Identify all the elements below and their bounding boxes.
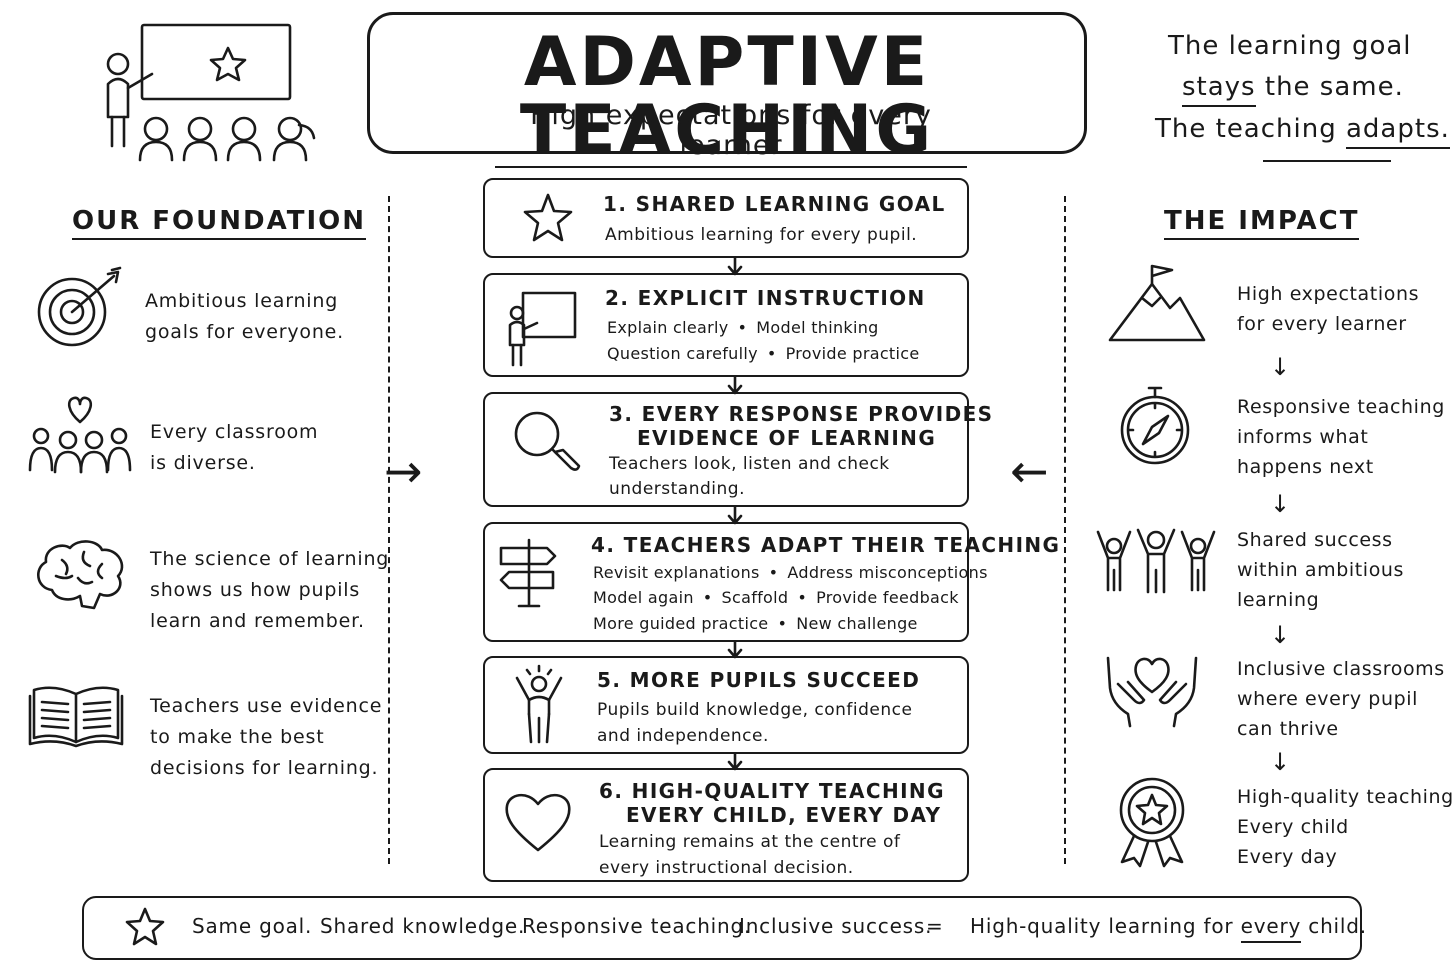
footer-star-icon — [125, 907, 165, 946]
step-3-desc-1: Teachers look, listen and check — [609, 454, 890, 474]
brain-icon — [37, 540, 124, 610]
impact-text-3: Shared success within ambitious learning — [1237, 529, 1405, 611]
step-5-desc-1: Pupils build knowledge, confidence — [597, 700, 913, 720]
step-2-box: 2. EXPLICIT INSTRUCTION Explain clearly•… — [483, 273, 969, 377]
heart-icon — [505, 793, 571, 852]
footer-equals: = — [926, 914, 944, 938]
step-3-box: 3. EVERY RESPONSE PROVIDES EVIDENCE OF L… — [483, 392, 992, 507]
impact-text-1: High expectations for every learner — [1237, 283, 1420, 335]
note-word-adapts: adapts. — [1346, 114, 1450, 149]
footer-result: High-quality learning for every child. — [970, 914, 1367, 943]
step-2-title: 2. EXPLICIT INSTRUCTION — [605, 286, 926, 310]
step-3-desc-2: understanding. — [609, 479, 745, 499]
left-divider — [388, 196, 390, 864]
step-4-row-3: More guided practice•New challenge — [593, 614, 918, 633]
foundation-text-4: Teachers use evidence to make the best d… — [150, 695, 383, 779]
impact-arrow-2: ↓ — [1270, 490, 1291, 518]
open-book-icon — [28, 686, 124, 748]
step-3-title-2: EVIDENCE OF LEARNING — [637, 426, 937, 450]
step-3-title-1: 3. EVERY RESPONSE PROVIDES — [609, 402, 994, 426]
compass-icon — [1120, 386, 1190, 465]
note-line-3: The teaching adapts. — [1155, 114, 1450, 149]
impact-header: THE IMPACT — [1164, 208, 1360, 240]
step-5-title: 5. MORE PUPILS SUCCEED — [597, 668, 921, 692]
footer-box: Same goal. Shared knowledge. Responsive … — [82, 896, 1366, 960]
teacher-board-icon — [508, 291, 577, 367]
signpost-icon — [499, 538, 557, 608]
star-icon — [523, 193, 573, 242]
page-subtitle: High expectations for every learner — [495, 101, 967, 169]
step-4-title: 4. TEACHERS ADAPT THEIR TEACHING — [591, 533, 1061, 557]
award-rosette-icon — [1119, 777, 1185, 868]
right-divider — [1064, 196, 1066, 864]
footer-item-2: Shared knowledge. — [320, 914, 526, 938]
step-2-row-2: Question carefully•Provide practice — [607, 344, 920, 363]
step-6-desc-1: Learning remains at the centre of — [599, 832, 901, 852]
right-arrow: → — [384, 444, 423, 498]
target-icon — [37, 266, 122, 347]
left-arrow: ← — [1010, 444, 1049, 498]
step-2-row-1: Explain clearly•Model thinking — [607, 318, 879, 337]
foundation-text-3: The science of learning shows us how pup… — [150, 548, 390, 632]
note-line-1: The learning goal — [1168, 31, 1412, 61]
celebrating-pupil-icon — [515, 664, 563, 744]
classroom-teacher-icon — [106, 23, 316, 162]
step-5-desc-2: and independence. — [597, 726, 769, 746]
title-box: ADAPTIVE TEACHING High expectations for … — [367, 12, 1087, 169]
mountain-flag-icon — [1108, 264, 1206, 342]
step-6-box: 6. HIGH-QUALITY TEACHING EVERY CHILD, EV… — [483, 768, 969, 882]
impact-text-5: High-quality teaching Every child Every … — [1237, 786, 1454, 868]
foundation-header: OUR FOUNDATION — [72, 208, 366, 240]
cheering-group-icon — [1096, 528, 1216, 594]
footer-word-every: every — [1240, 914, 1302, 943]
step-1-box: 1. SHARED LEARNING GOAL Ambitious learni… — [483, 178, 969, 258]
step-6-title-2: EVERY CHILD, EVERY DAY — [626, 803, 942, 827]
step-6-desc-2: every instructional decision. — [599, 858, 854, 878]
impact-arrow-1: ↓ — [1270, 353, 1291, 381]
note-rest-2: the same. — [1264, 72, 1404, 102]
impact-arrow-4: ↓ — [1270, 748, 1291, 776]
step-4-box: 4. TEACHERS ADAPT THEIR TEACHING Revisit… — [483, 522, 1059, 642]
diverse-group-icon — [28, 396, 132, 474]
step-4-row-2: Model again•Scaffold•Provide feedback — [593, 588, 959, 607]
hands-heart-icon — [1106, 656, 1198, 728]
impact-arrow-3: ↓ — [1270, 621, 1291, 649]
note-rest-3: The teaching — [1155, 114, 1337, 144]
foundation-text-1: Ambitious learning goals for everyone. — [145, 290, 344, 343]
step-1-title: 1. SHARED LEARNING GOAL — [603, 192, 946, 216]
note-word-stays: stays — [1182, 72, 1256, 107]
step-5-box: 5. MORE PUPILS SUCCEED Pupils build know… — [483, 656, 969, 754]
footer-item-4: Inclusive success. — [739, 914, 933, 938]
footer-item-1: Same goal. — [192, 914, 313, 938]
foundation-text-2: Every classroom is diverse. — [150, 421, 319, 474]
footer-item-3: Responsive teaching. — [522, 914, 752, 938]
note-line-2: stays the same. — [1182, 72, 1404, 107]
step-6-title-1: 6. HIGH-QUALITY TEACHING — [599, 779, 945, 803]
impact-text-2: Responsive teaching informs what happens… — [1237, 396, 1445, 478]
step-1-desc: Ambitious learning for every pupil. — [605, 225, 918, 245]
page-title: ADAPTIVE TEACHING — [519, 23, 935, 170]
impact-text-4: Inclusive classrooms where every pupil c… — [1237, 658, 1445, 740]
magnifying-glass-icon — [514, 411, 581, 471]
step-4-row-1: Revisit explanations•Address misconcepti… — [593, 563, 988, 582]
note-underline — [1263, 160, 1391, 162]
